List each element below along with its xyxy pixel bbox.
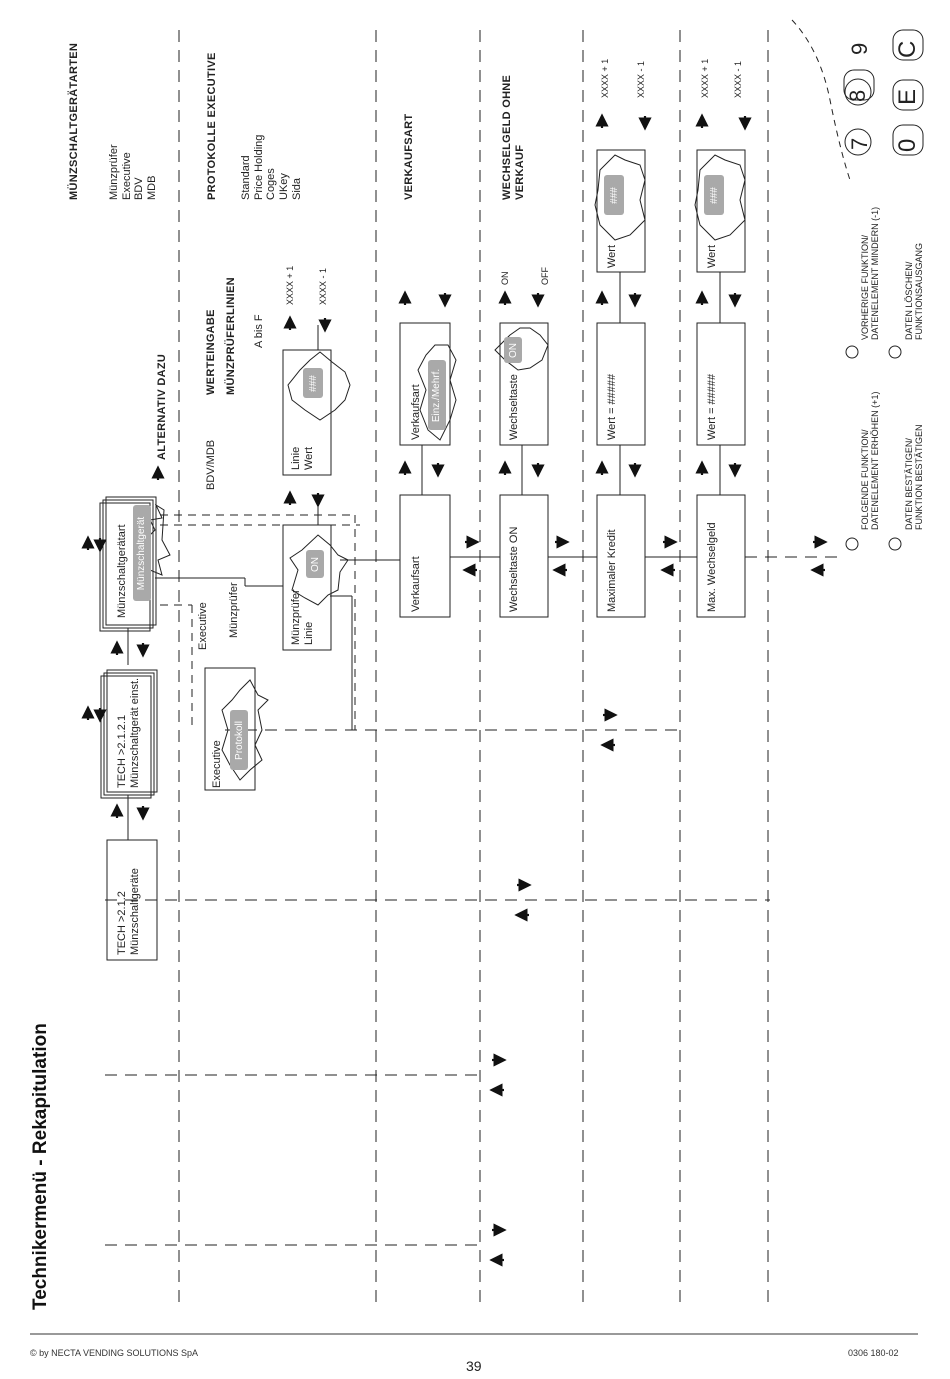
label-xxxx-minus-kredit: XXXX - 1 (636, 60, 646, 98)
label-alternativ: ALTERNATIV DAZU (156, 353, 168, 460)
key-7-icon: 7 (847, 137, 872, 150)
label-werteingabe: WERTEINGABE (205, 309, 217, 395)
page-title: Technikermenü - Rekapitulation (30, 1023, 51, 1310)
key-8-icon: 8 (845, 89, 870, 102)
value-on-wechseltaste: ON (504, 337, 522, 363)
list-protokolle-executive: Standard Price Holding Coges UKey Sida (240, 134, 303, 200)
value-einz-mehrf: Einz./Mehrf. (428, 360, 446, 430)
legend-next: FOLGENDE FUNKTION/DATENELEMENT ERHÖHEN (… (860, 391, 881, 530)
box-executive-label: Executive (211, 740, 223, 788)
label-on: ON (500, 271, 510, 286)
value-hash-kredit: ### (604, 175, 624, 215)
box-maximaler-kredit: Maximaler Kredit (606, 529, 618, 612)
label-xxxx-plus-linie: XXXX + 1 (285, 265, 295, 305)
label-executive: Executive (197, 602, 209, 650)
label-off: OFF (540, 267, 550, 285)
heading-wechselgeld-ohne-verkauf: WECHSELGELD OHNE VERKAUF (501, 74, 526, 200)
heading-protokolle-executive: PROTOKOLLE EXECUTIVE (206, 52, 218, 200)
label-xxxx-minus-linie: XXXX - 1 (318, 267, 328, 305)
value-hash-wechselgeld: ### (704, 175, 724, 215)
label-muenzprueferlinien: MÜNZPRÜFERLINIEN (225, 277, 237, 395)
key-c-icon: C (894, 40, 921, 58)
label-xxxx-minus-wechselgeld: XXXX - 1 (733, 60, 743, 98)
label-muenzpruefer: Münzprüfer (228, 582, 240, 638)
value-hash-linie: ### (303, 368, 323, 398)
document-code: 0306 180-02 (848, 1348, 899, 1358)
label-xxxx-plus-kredit: XXXX + 1 (600, 58, 610, 98)
heading-muenzschaltgeraetarten: MÜNZSCHALTGERÄTARTEN (68, 42, 80, 200)
label-a-bis-f: A bis F (253, 314, 265, 348)
list-muenzschaltgeraetarten: Münzprüfer Executive BDV MDB (108, 144, 158, 200)
heading-verkaufsart: VERKAUFSART (403, 113, 415, 200)
box-wert-wechselgeld: Wert (706, 244, 718, 268)
box-muenzschaltgeraetart: Münzschaltgerätart (116, 524, 128, 618)
box-verkaufsart-edit: Verkaufsart (410, 384, 422, 440)
key-0-icon: 0 (894, 138, 921, 152)
label-xxxx-plus-wechselgeld: XXXX + 1 (700, 58, 710, 98)
page-number: 39 (466, 1358, 482, 1374)
value-on-muenzpruefer: ON (306, 550, 324, 578)
box-wechseltaste: Wechseltaste (508, 374, 520, 440)
box-verkaufsart: Verkaufsart (410, 556, 422, 612)
label-bdv-mdb: BDV/MDB (205, 439, 217, 490)
box-max-wechselgeld: Max. Wechselgeld (706, 522, 718, 612)
value-muenzschaltgeraet: Münzschaltgerät (133, 505, 151, 601)
box-wert-hash-wechselgeld: Wert = ##### (706, 373, 718, 440)
box-wert-kredit: Wert (606, 244, 618, 268)
key-e-icon: E (894, 88, 921, 105)
box-wechseltaste-on: Wechseltaste ON (508, 526, 520, 612)
legend-confirm: DATEN BESTÄTIGEN/FUNKTION BESTÄTIGEN (904, 424, 925, 530)
box-wert-hash-kredit: Wert = ##### (606, 373, 618, 440)
key-9-icon: 9 (847, 42, 872, 55)
legend-prev: VORHERIGE FUNKTION/DATENELEMENT MINDERN … (860, 206, 881, 340)
legend-clear: DATEN LÖSCHEN/FUNKTIONSAUSGANG (904, 242, 925, 340)
copyright: © by NECTA VENDING SOLUTIONS SpA (30, 1348, 199, 1358)
value-protokoll: Protokoll (230, 710, 248, 770)
